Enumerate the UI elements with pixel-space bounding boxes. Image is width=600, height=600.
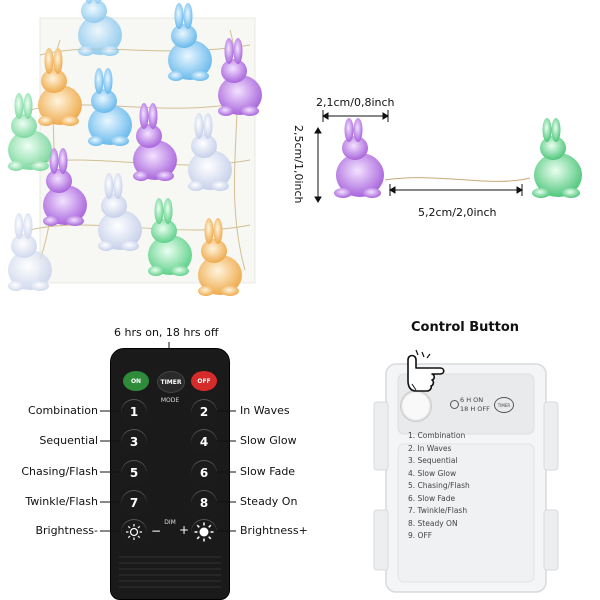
button-4[interactable]: 4 [191, 429, 217, 455]
dim-plus-button[interactable] [191, 519, 217, 545]
mode-label-5: Chasing/Flash [21, 465, 98, 478]
spacing-label: 5,2cm/2,0inch [418, 206, 497, 219]
mode-list-item: 7. Twinkle/Flash [408, 506, 468, 515]
mode-label-1: Combination [28, 404, 98, 417]
bunny-string-lights-image [8, 0, 262, 296]
remote-control: ON TIMER OFF MODE 1 2 3 4 5 6 7 8 DIM − … [110, 348, 230, 600]
product-photo [0, 0, 290, 300]
mode-list-item: 4. Slow Glow [408, 468, 457, 478]
button-3[interactable]: 3 [121, 429, 147, 455]
mode-list-item: 9. OFF [408, 531, 433, 540]
pointing-hand-icon [407, 349, 445, 392]
mode-list-item: 1. Combination [408, 431, 466, 440]
mode-list-item: 3. Sequential [408, 456, 458, 465]
height-arrow [314, 127, 322, 203]
mode-label: MODE [160, 397, 180, 404]
clock-icon [450, 400, 459, 409]
button-6[interactable]: 6 [191, 460, 217, 486]
button-7[interactable]: 7 [121, 490, 147, 516]
bunny-green-sample [532, 118, 582, 198]
dim-minus-sign: − [151, 524, 162, 538]
push-button[interactable] [400, 390, 432, 422]
width-label: 2,1cm/0,8inch [316, 96, 395, 109]
mode-label-2: In Waves [240, 404, 290, 417]
timer-badge: TIMER [494, 397, 514, 413]
bunny-blue-3 [78, 0, 122, 56]
bunny-purple-sample [334, 118, 384, 198]
button-5[interactable]: 5 [121, 460, 147, 486]
spacing-arrow [389, 184, 523, 196]
mode-list: 1. Combination 2. In Waves 3. Sequential… [408, 430, 470, 543]
timer-caption: 6 hrs on, 18 hrs off [114, 326, 219, 339]
timer-button[interactable]: TIMER [157, 371, 185, 393]
dim-minus-button[interactable] [121, 519, 147, 545]
mode-label-7: Twinkle/Flash [25, 495, 98, 508]
mode-label-6: Slow Fade [240, 465, 296, 478]
mode-label-3: Sequential [39, 434, 98, 447]
timer-label: TIMER [160, 378, 182, 386]
brightness-plus-label: Brightness+ [240, 524, 308, 537]
timer-on-text: 6 H ON [460, 396, 484, 404]
battery-box-shell [373, 363, 559, 593]
button-2[interactable]: 2 [191, 399, 217, 425]
brightness-minus-label: Brightness- [35, 524, 98, 537]
dim-plus-sign: + [179, 523, 190, 537]
height-label: 2,5cm/1,0inch [292, 125, 305, 204]
timer-badge-text: TIMER [497, 402, 511, 408]
button-1[interactable]: 1 [121, 399, 147, 425]
mode-list-item: 2. In Waves [408, 443, 452, 453]
mode-list-item: 8. Steady ON [408, 518, 458, 528]
button-8[interactable]: 8 [191, 490, 217, 516]
dimension-diagram: 2,1cm/0,8inch 2,5cm/1,0inch 5,2cm/2,0inc… [290, 80, 600, 240]
sample-wire [384, 177, 531, 182]
mode-label-8: Steady On [240, 495, 298, 508]
control-button-title: Control Button [411, 320, 520, 335]
off-label: OFF [197, 377, 211, 385]
mode-list-item: 5. Chasing/Flash [408, 481, 470, 490]
mode-list-item: 6. Slow Fade [408, 493, 456, 503]
mode-label-4: Slow Glow [240, 434, 297, 447]
sun-dim-icon [126, 524, 142, 540]
off-button[interactable]: OFF [191, 371, 217, 391]
on-label: ON [130, 377, 142, 385]
remote-grip [119, 556, 221, 588]
timer-off-text: 18 H OFF [460, 405, 490, 413]
on-button[interactable]: ON [123, 371, 149, 391]
dim-label: DIM [164, 519, 176, 526]
battery-box: 6 H ON 18 H OFF TIMER 1. Combination 2. … [372, 360, 560, 596]
sun-bright-icon [194, 522, 214, 542]
width-arrow [322, 110, 389, 122]
